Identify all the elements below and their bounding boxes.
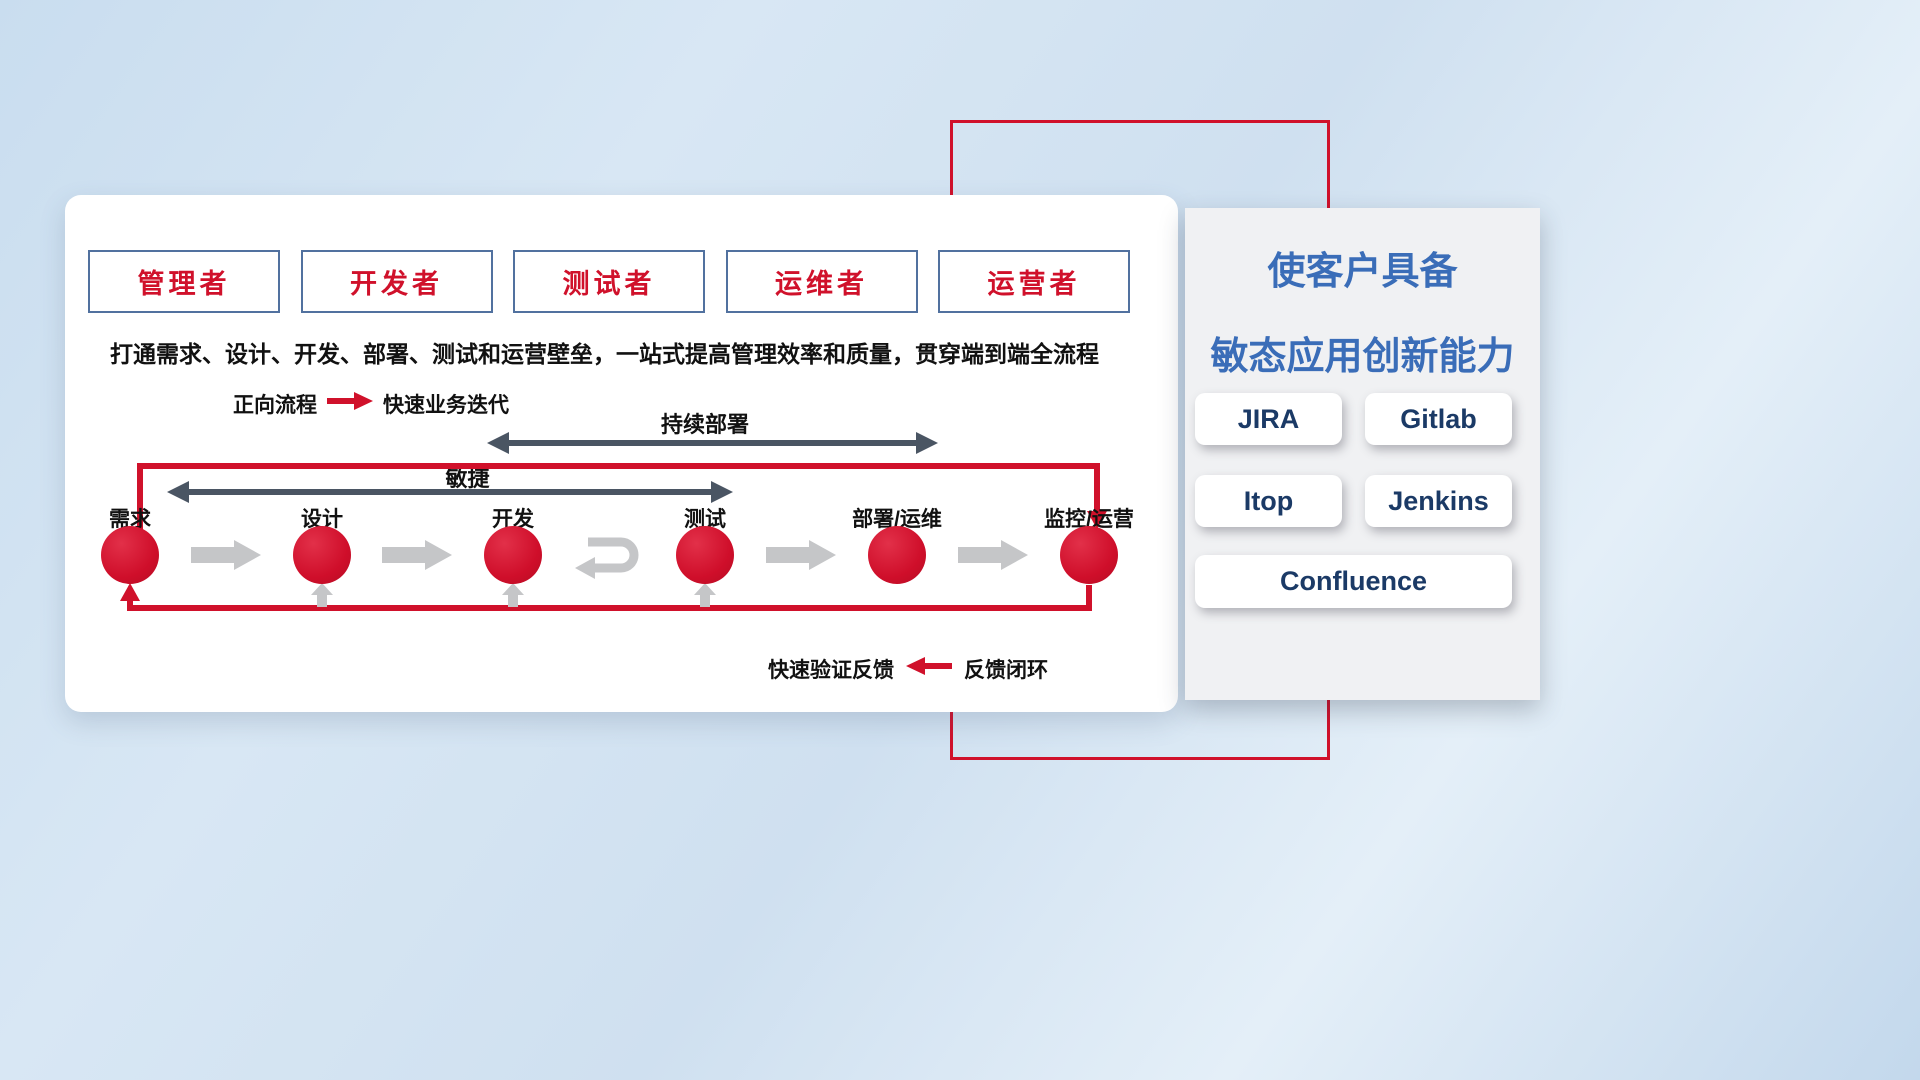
step-arrow-2-icon (382, 540, 452, 570)
tool-jira: JIRA (1195, 393, 1342, 445)
tester-role-box: 测试者 (513, 250, 705, 313)
forward-arrow-icon (327, 391, 373, 417)
feedback-up-arrow-design-icon (311, 583, 333, 607)
manager-role-box: 管理者 (88, 250, 280, 313)
feedback-flow-line (127, 585, 1092, 611)
card-subtitle: 打通需求、设计、开发、部署、测试和运营壁垒，一站式提高管理效率和质量，贯穿端到端… (110, 341, 1099, 367)
panel-title-line2: 敏态应用创新能力 (1210, 336, 1515, 378)
step-arrow-4-icon (958, 540, 1028, 570)
forward-flow-legend: 正向流程 快速业务迭代 (233, 389, 509, 419)
feedback-legend: 快速验证反馈 反馈闭环 (768, 654, 1048, 684)
flow-diagram (120, 432, 1107, 611)
node-circle-development (484, 526, 542, 584)
node-label-design: 设计 (301, 508, 343, 531)
developer-role-box: 开发者 (300, 250, 493, 313)
feedback-up-arrow-testing-icon (694, 583, 716, 607)
step-arrow-3-icon (766, 540, 836, 570)
node-label-requirements: 需求 (109, 508, 151, 531)
feedback-legend-label: 反馈闭环 (964, 659, 1048, 682)
tool-confluence: Confluence (1195, 555, 1512, 608)
feedback-legend-desc: 快速验证反馈 (768, 659, 894, 682)
iteration-loop-arrowhead-icon (575, 557, 595, 579)
cd-arrowhead-right-icon (916, 432, 938, 454)
node-circle-monitor-operations (1060, 526, 1118, 584)
forward-flow-line (137, 463, 1100, 537)
agile-label: 敏捷 (445, 466, 490, 491)
tool-itop: Itop (1195, 475, 1342, 527)
role-row: 管理者 开发者 测试者 运维者 运营者 (88, 250, 1130, 313)
node-label-development: 开发 (492, 508, 534, 531)
feedback-up-arrow-development-icon (502, 583, 524, 607)
node-circle-requirements (101, 526, 159, 584)
step-arrow-1-icon (191, 540, 261, 570)
node-label-testing: 测试 (684, 508, 726, 531)
operator-role-box: 运营者 (938, 250, 1130, 313)
capability-panel: 使客户具备 敏态应用创新能力 JIRA Gitlab Itop Jenkins … (1185, 208, 1540, 700)
node-circle-deploy-ops (868, 526, 926, 584)
forward-flow-arrowhead (1087, 511, 1107, 529)
feedback-arrow-icon (906, 656, 952, 682)
devops-flow-card: 管理者 开发者 测试者 运维者 运营者 打通需求、设计、开发、部署、测试和运营壁… (65, 195, 1178, 712)
continuous-deployment-label: 持续部署 (660, 412, 749, 437)
node-circle-design (293, 526, 351, 584)
tool-jenkins: Jenkins (1365, 475, 1512, 527)
node-circle-testing (676, 526, 734, 584)
node-label-deploy-ops: 部署/运维 (852, 508, 942, 531)
agile-arrowhead-left-icon (167, 481, 189, 503)
tool-gitlab: Gitlab (1365, 393, 1512, 445)
node-label-monitor-operations: 监控/运营 (1044, 508, 1134, 531)
iteration-loop-icon (588, 537, 639, 573)
agile-arrowhead-right-icon (711, 481, 733, 503)
cd-arrowhead-left-icon (487, 432, 509, 454)
forward-flow-legend-label: 正向流程 (233, 394, 317, 417)
ops-role-box: 运维者 (725, 250, 918, 313)
forward-flow-legend-desc: 快速业务迭代 (383, 394, 509, 417)
panel-title-line1: 使客户具备 (1267, 251, 1458, 293)
feedback-flow-arrowhead (120, 583, 140, 601)
